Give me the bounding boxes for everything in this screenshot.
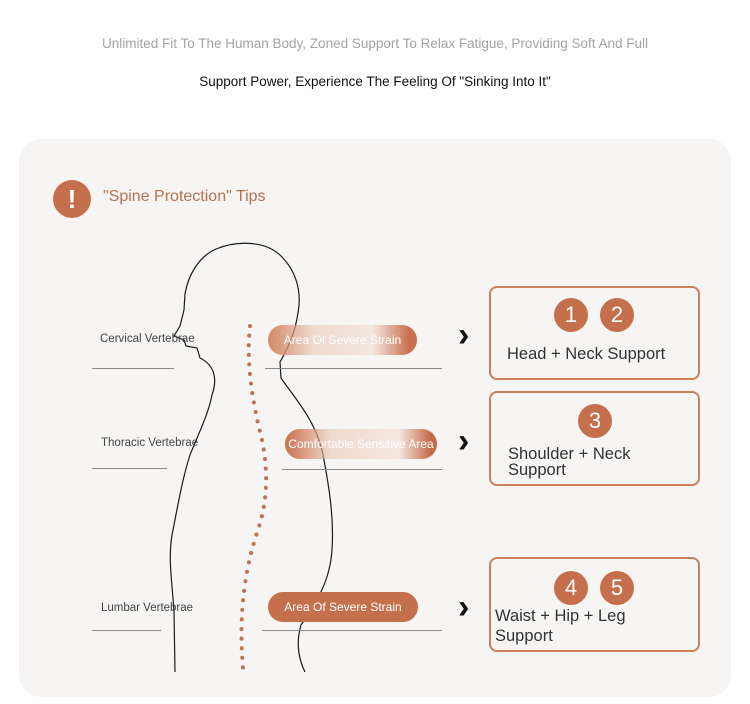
exclamation-circle-icon: ! xyxy=(53,180,91,218)
lumbar-label-line xyxy=(92,630,161,631)
body-outline xyxy=(169,242,334,673)
thoracic-sensitive-area-badge: Comfortable Sensitive Area xyxy=(285,429,437,459)
intro-line-2: Support Power, Experience The Feeling Of… xyxy=(199,74,551,89)
number-badge: 2 xyxy=(600,298,634,332)
support-text-line: Support xyxy=(495,627,553,645)
number-badge: 5 xyxy=(600,571,634,605)
thoracic-vertebrae-label: Thoracic Vertebrae xyxy=(101,437,199,449)
lumbar-area-line xyxy=(262,630,442,631)
lumbar-strain-area-badge: Area Of Severe Strain xyxy=(268,592,418,622)
intro-line-1: Unlimited Fit To The Human Body, Zoned S… xyxy=(101,36,649,51)
thoracic-label-line xyxy=(92,468,167,469)
number-badge: 3 xyxy=(578,404,612,438)
support-text: Head + Neck Support xyxy=(507,345,666,363)
support-text: Waist + Hip + Leg Support xyxy=(495,606,626,646)
chevron-right-icon: › xyxy=(458,316,470,354)
number-badge: 4 xyxy=(554,571,588,605)
shoulder-neck-support-box: 3 Shoulder + Neck Support xyxy=(489,391,700,486)
chevron-right-icon: › xyxy=(458,422,470,460)
cervical-strain-area-badge: Area Of Severe Strain xyxy=(268,325,417,355)
head-neck-support-box: 1 2 Head + Neck Support xyxy=(489,286,700,380)
chevron-right-icon: › xyxy=(458,588,470,626)
thoracic-area-line xyxy=(282,469,442,470)
lumbar-vertebrae-label: Lumbar Vertebrae xyxy=(101,602,194,614)
waist-hip-leg-support-box: 4 5 Waist + Hip + Leg Support xyxy=(489,557,700,652)
cervical-vertebrae-label: Cervical Vertebrae xyxy=(100,333,195,345)
number-badge: 1 xyxy=(554,298,588,332)
cervical-label-line xyxy=(92,368,174,369)
support-text-line: Waist + Hip + Leg xyxy=(495,607,626,625)
spine-path xyxy=(239,324,269,670)
tips-title: "Spine Protection" Tips xyxy=(103,188,266,205)
support-text-line: Support xyxy=(508,461,566,479)
cervical-area-line xyxy=(265,368,442,369)
support-text: Shoulder + Neck Support xyxy=(508,445,631,479)
support-text-line: Shoulder + Neck xyxy=(508,445,631,463)
